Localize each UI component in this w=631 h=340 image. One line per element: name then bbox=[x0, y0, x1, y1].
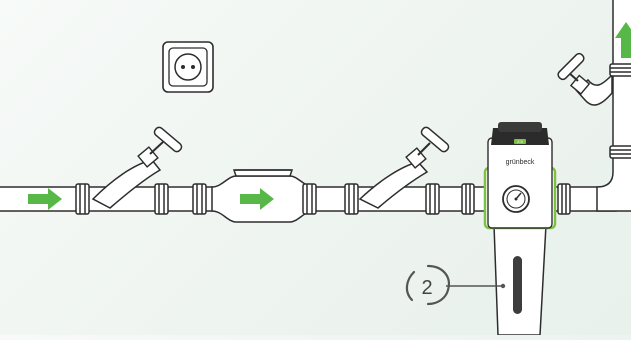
pressure-gauge-icon bbox=[502, 185, 530, 213]
power-outlet-icon bbox=[162, 41, 214, 93]
gate-valve-3 bbox=[557, 52, 613, 106]
flow-arrow-up-icon bbox=[615, 22, 631, 58]
flow-arrow-meter-icon bbox=[240, 188, 274, 210]
gate-valve-2 bbox=[358, 126, 450, 209]
filter-display-value: 2.5 bbox=[517, 139, 523, 144]
callout-2: 2 bbox=[405, 264, 506, 306]
filter-sight-window bbox=[513, 256, 522, 314]
callout-number: 2 bbox=[421, 277, 432, 299]
filter-head bbox=[491, 128, 549, 145]
gate-valve-1 bbox=[91, 126, 183, 209]
pipe-couplings bbox=[75, 63, 631, 215]
flow-arrow-icon bbox=[28, 188, 62, 210]
filter-unit: 2.5 grünbeck bbox=[483, 122, 557, 336]
filter-display bbox=[514, 139, 526, 144]
filter-brand-label: grünbeck bbox=[506, 159, 535, 166]
